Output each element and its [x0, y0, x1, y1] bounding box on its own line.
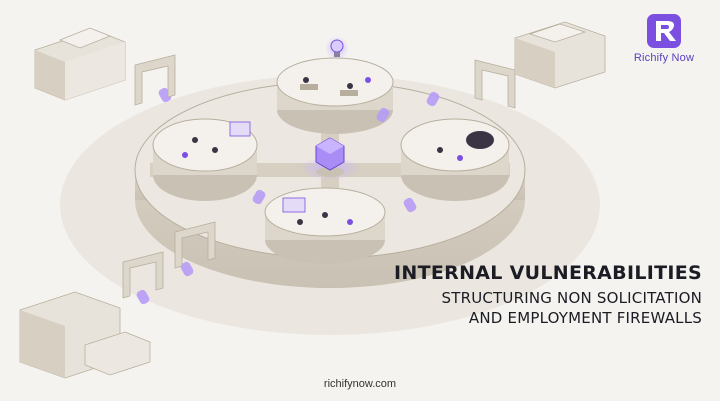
logo-r-icon — [647, 14, 681, 48]
gate-arches — [122, 54, 516, 299]
page-subtitle: STRUCTURING NON SOLICITATION AND EMPLOYM… — [362, 288, 702, 328]
room-top — [276, 57, 394, 134]
building-top-right — [514, 21, 606, 89]
room-right — [400, 118, 510, 201]
headline-block: INTERNAL VULNERABILITIES STRUCTURING NON… — [362, 262, 702, 328]
building-bottom-left — [19, 291, 151, 379]
brand-name: Richify Now — [633, 52, 695, 64]
building-top-left — [34, 27, 126, 101]
subtitle-line-2: AND EMPLOYMENT FIREWALLS — [468, 309, 702, 327]
page-title: INTERNAL VULNERABILITIES — [394, 262, 702, 284]
network-cube-icon — [300, 137, 360, 180]
brand-logo[interactable]: Richify Now — [624, 14, 704, 82]
room-left — [152, 118, 258, 201]
subtitle-line-1: STRUCTURING NON SOLICITATION — [441, 289, 702, 307]
lightbulb-icon — [325, 36, 349, 60]
room-bottom — [264, 187, 386, 264]
data-flow-paths — [136, 87, 440, 305]
website-link[interactable]: richifynow.com — [323, 378, 397, 390]
